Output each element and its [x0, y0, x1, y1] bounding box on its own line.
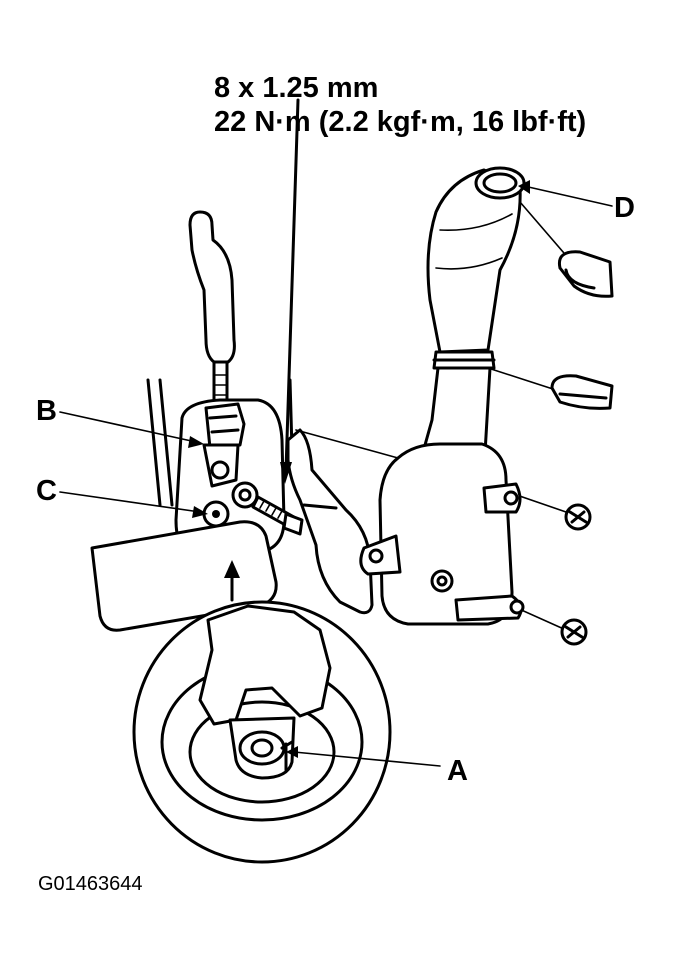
screw-lower [560, 618, 588, 646]
figure-id: G01463644 [38, 873, 143, 895]
callout-b-label: B [36, 395, 57, 427]
shift-cable [188, 210, 236, 407]
screw-upper [564, 503, 592, 531]
bolt-size-spec: 8 x 1.25 mm [214, 72, 379, 104]
callout-c-label: C [36, 475, 57, 507]
side-bracket [286, 428, 374, 615]
callout-leaders [59, 180, 613, 518]
bolt-8x1-25 [231, 481, 304, 536]
callout-d-label: D [614, 192, 635, 224]
boot-clip-upper [557, 250, 614, 298]
boot-clip-lower [550, 374, 614, 410]
torque-spec: 22 N·m (2.2 kgf·m, 16 lbf·ft) [214, 106, 587, 138]
boot-housing [359, 442, 525, 626]
cable-end-joint [202, 402, 246, 488]
callout-a-label: A [447, 755, 468, 787]
cover-plate [90, 520, 278, 632]
detail-view [132, 600, 441, 864]
